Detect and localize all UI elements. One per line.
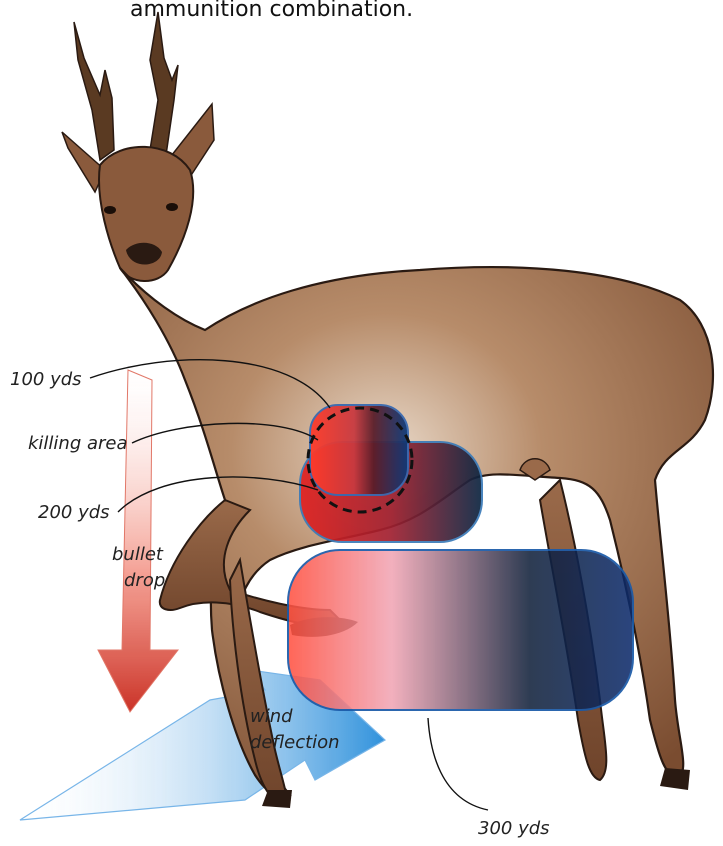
leader-300-yds: [428, 718, 488, 810]
label-wind: wind: [250, 706, 293, 727]
label-300-yds: 300 yds: [478, 818, 550, 839]
label-killing-area: killing area: [28, 433, 128, 454]
bullet-drop-arrow: [98, 370, 178, 712]
antler-left: [74, 22, 114, 160]
hoof-hind: [660, 768, 690, 790]
label-bullet: bullet: [112, 544, 164, 565]
hoof-front: [262, 790, 292, 808]
caption-text: ammunition combination.: [130, 0, 413, 22]
antler-right: [150, 12, 178, 155]
eye-right: [166, 203, 178, 211]
impact-zone-300-yds: [288, 550, 633, 710]
impact-zone-100-yds: [310, 405, 408, 495]
eye-left: [104, 206, 116, 214]
label-200-yds: 200 yds: [38, 502, 110, 523]
label-deflection: deflection: [250, 732, 340, 753]
label-drop: drop: [124, 570, 165, 591]
label-100-yds: 100 yds: [10, 369, 82, 390]
